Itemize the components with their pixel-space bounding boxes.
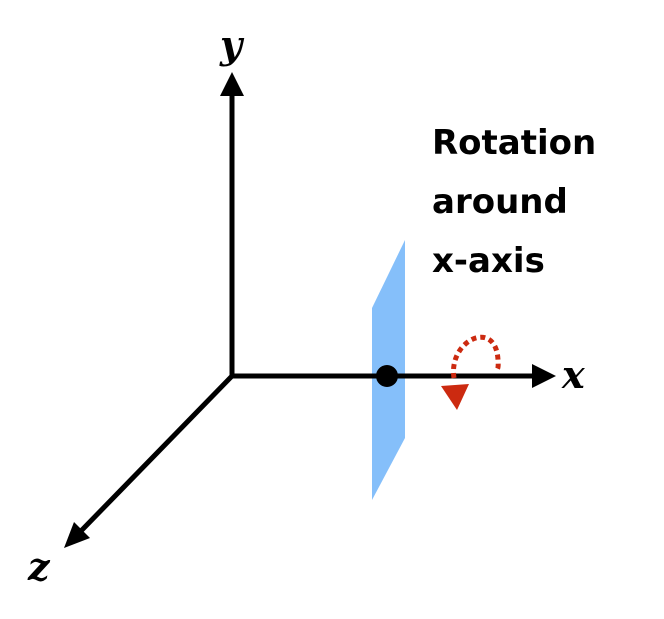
caption-line-3: x-axis — [432, 241, 545, 281]
z-axis-arrowhead — [64, 522, 90, 548]
z-axis-label: z — [27, 544, 51, 589]
z-axis — [78, 374, 234, 534]
caption-line-2: around — [432, 182, 568, 222]
y-axis-arrowhead — [220, 72, 244, 96]
pivot-point — [376, 365, 398, 387]
x-axis-label: x — [561, 352, 586, 397]
rotation-arrowhead — [441, 384, 469, 410]
x-axis-arrowhead — [532, 364, 556, 388]
y-axis-label: y — [219, 22, 245, 67]
rotation-arrow — [451, 334, 501, 379]
caption-line-1: Rotation — [432, 123, 596, 163]
